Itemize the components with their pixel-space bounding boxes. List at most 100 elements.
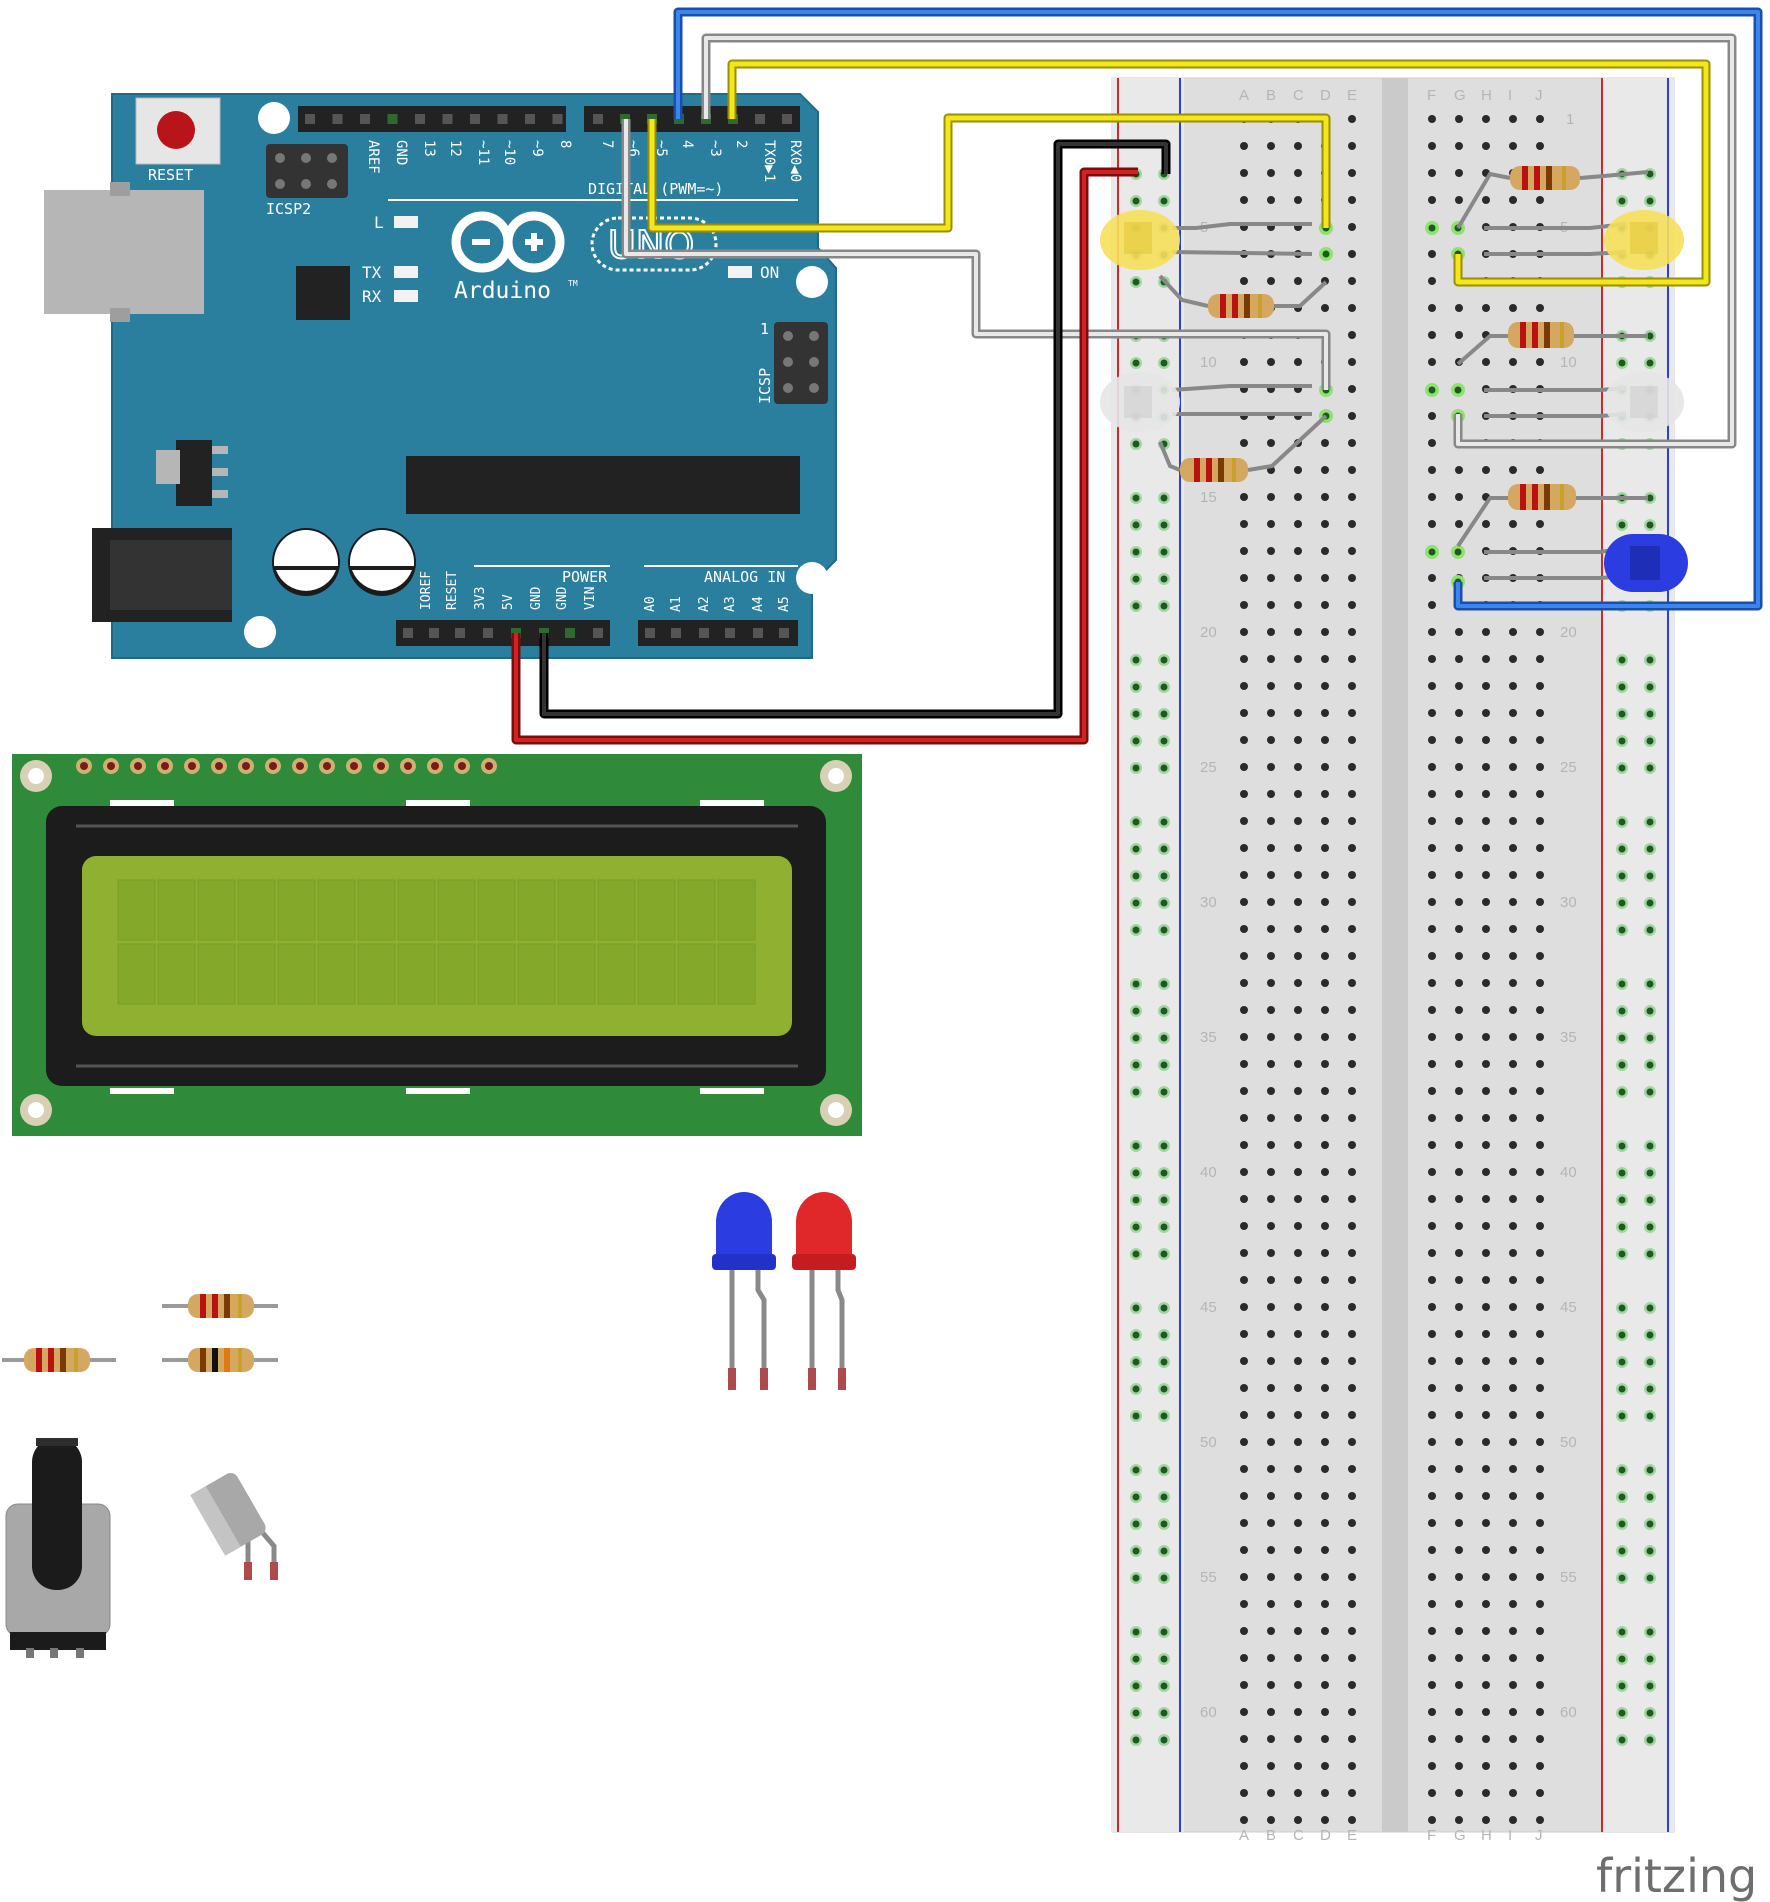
rail-hole[interactable] xyxy=(1646,1034,1654,1042)
breadboard-hole[interactable] xyxy=(1536,1573,1544,1581)
breadboard-hole[interactable] xyxy=(1348,1519,1356,1527)
breadboard-hole[interactable] xyxy=(1482,358,1490,366)
breadboard-hole[interactable] xyxy=(1428,1249,1436,1257)
breadboard-hole[interactable] xyxy=(1267,1735,1275,1743)
digital-pin[interactable] xyxy=(552,114,563,124)
breadboard-hole[interactable] xyxy=(1240,844,1248,852)
breadboard-hole[interactable] xyxy=(1536,1735,1544,1743)
breadboard-hole[interactable] xyxy=(1348,1573,1356,1581)
breadboard-hole[interactable] xyxy=(1294,1681,1302,1689)
breadboard-hole[interactable] xyxy=(1455,1114,1463,1122)
breadboard-hole[interactable] xyxy=(1321,763,1329,771)
breadboard-hole[interactable] xyxy=(1536,1087,1544,1095)
rail-hole[interactable] xyxy=(1618,1736,1626,1744)
rail-hole[interactable] xyxy=(1646,170,1654,178)
rail-hole[interactable] xyxy=(1618,1142,1626,1150)
rail-hole[interactable] xyxy=(1132,1169,1140,1177)
breadboard-hole[interactable] xyxy=(1348,1465,1356,1473)
rail-hole[interactable] xyxy=(1132,845,1140,853)
breadboard-hole[interactable] xyxy=(1267,1600,1275,1608)
breadboard-hole[interactable] xyxy=(1455,898,1463,906)
breadboard-hole[interactable] xyxy=(1428,736,1436,744)
breadboard-hole[interactable] xyxy=(1455,763,1463,771)
breadboard-hole[interactable] xyxy=(1240,655,1248,663)
rail-hole[interactable] xyxy=(1160,1331,1168,1339)
breadboard-hole[interactable] xyxy=(1240,1276,1248,1284)
rail-hole[interactable] xyxy=(1132,926,1140,934)
breadboard-hole[interactable] xyxy=(1455,1060,1463,1068)
breadboard-hole[interactable] xyxy=(1509,1195,1517,1203)
breadboard-hole[interactable] xyxy=(1294,817,1302,825)
breadboard-hole[interactable] xyxy=(1455,1087,1463,1095)
breadboard-hole[interactable] xyxy=(1321,1654,1329,1662)
rail-hole[interactable] xyxy=(1132,1007,1140,1015)
breadboard-hole[interactable] xyxy=(1536,736,1544,744)
breadboard-hole[interactable] xyxy=(1455,1249,1463,1257)
rail-hole[interactable] xyxy=(1132,1682,1140,1690)
breadboard-hole[interactable] xyxy=(1294,709,1302,717)
breadboard-hole[interactable] xyxy=(1536,304,1544,312)
breadboard-hole[interactable] xyxy=(1321,574,1329,582)
breadboard-hole[interactable] xyxy=(1509,1303,1517,1311)
rail-hole[interactable] xyxy=(1618,926,1626,934)
breadboard-hole[interactable] xyxy=(1348,817,1356,825)
breadboard-hole[interactable] xyxy=(1348,277,1356,285)
rail-hole[interactable] xyxy=(1160,1196,1168,1204)
breadboard-hole[interactable] xyxy=(1294,979,1302,987)
breadboard-hole[interactable] xyxy=(1321,601,1329,609)
breadboard-hole[interactable] xyxy=(1294,1195,1302,1203)
rail-hole[interactable] xyxy=(1618,1007,1626,1015)
breadboard-hole[interactable] xyxy=(1428,1033,1436,1041)
breadboard-hole[interactable] xyxy=(1348,736,1356,744)
breadboard-hole[interactable] xyxy=(1240,817,1248,825)
rail-hole[interactable] xyxy=(1618,1547,1626,1555)
breadboard-hole[interactable] xyxy=(1267,142,1275,150)
rail-hole[interactable] xyxy=(1646,1574,1654,1582)
breadboard-hole[interactable] xyxy=(1321,1141,1329,1149)
breadboard-hole[interactable] xyxy=(1509,466,1517,474)
breadboard-hole[interactable] xyxy=(1240,1303,1248,1311)
breadboard-hole[interactable] xyxy=(1348,628,1356,636)
rail-hole[interactable] xyxy=(1160,845,1168,853)
breadboard-hole[interactable] xyxy=(1240,1762,1248,1770)
breadboard-hole[interactable] xyxy=(1348,655,1356,663)
breadboard-hole[interactable] xyxy=(1348,1762,1356,1770)
rail-hole[interactable] xyxy=(1646,926,1654,934)
breadboard-hole[interactable] xyxy=(1240,952,1248,960)
rail-hole[interactable] xyxy=(1618,1385,1626,1393)
breadboard-hole[interactable] xyxy=(1536,1330,1544,1338)
breadboard-hole[interactable] xyxy=(1267,844,1275,852)
rail-hole[interactable] xyxy=(1160,1520,1168,1528)
rail-hole[interactable] xyxy=(1618,359,1626,367)
breadboard-hole[interactable] xyxy=(1294,1033,1302,1041)
breadboard-hole[interactable] xyxy=(1267,709,1275,717)
breadboard-hole[interactable] xyxy=(1509,358,1517,366)
breadboard-hole[interactable] xyxy=(1455,1411,1463,1419)
breadboard-hole[interactable] xyxy=(1348,1627,1356,1635)
rail-hole[interactable] xyxy=(1160,1061,1168,1069)
breadboard-hole[interactable] xyxy=(1482,898,1490,906)
breadboard-hole[interactable] xyxy=(1536,898,1544,906)
breadboard-hole[interactable] xyxy=(1294,655,1302,663)
breadboard-hole[interactable] xyxy=(1240,925,1248,933)
breadboard-hole[interactable] xyxy=(1267,169,1275,177)
rail-hole[interactable] xyxy=(1132,1520,1140,1528)
rail-hole[interactable] xyxy=(1160,1385,1168,1393)
rail-hole[interactable] xyxy=(1160,1412,1168,1420)
breadboard-hole[interactable] xyxy=(1428,1546,1436,1554)
breadboard-hole[interactable] xyxy=(1509,979,1517,987)
breadboard-hole[interactable] xyxy=(1428,1276,1436,1284)
rail-hole[interactable] xyxy=(1160,1250,1168,1258)
breadboard-hole[interactable] xyxy=(1482,1465,1490,1473)
breadboard-hole[interactable] xyxy=(1321,790,1329,798)
analog-pin[interactable] xyxy=(779,628,789,638)
breadboard-hole[interactable] xyxy=(1240,1546,1248,1554)
breadboard-hole[interactable] xyxy=(1428,925,1436,933)
rail-hole[interactable] xyxy=(1646,737,1654,745)
breadboard-hole[interactable] xyxy=(1428,331,1436,339)
breadboard-hole[interactable] xyxy=(1267,1762,1275,1770)
breadboard-hole[interactable] xyxy=(1482,979,1490,987)
rail-hole[interactable] xyxy=(1132,1655,1140,1663)
rail-hole[interactable] xyxy=(1160,1547,1168,1555)
digital-pin[interactable] xyxy=(497,114,508,124)
